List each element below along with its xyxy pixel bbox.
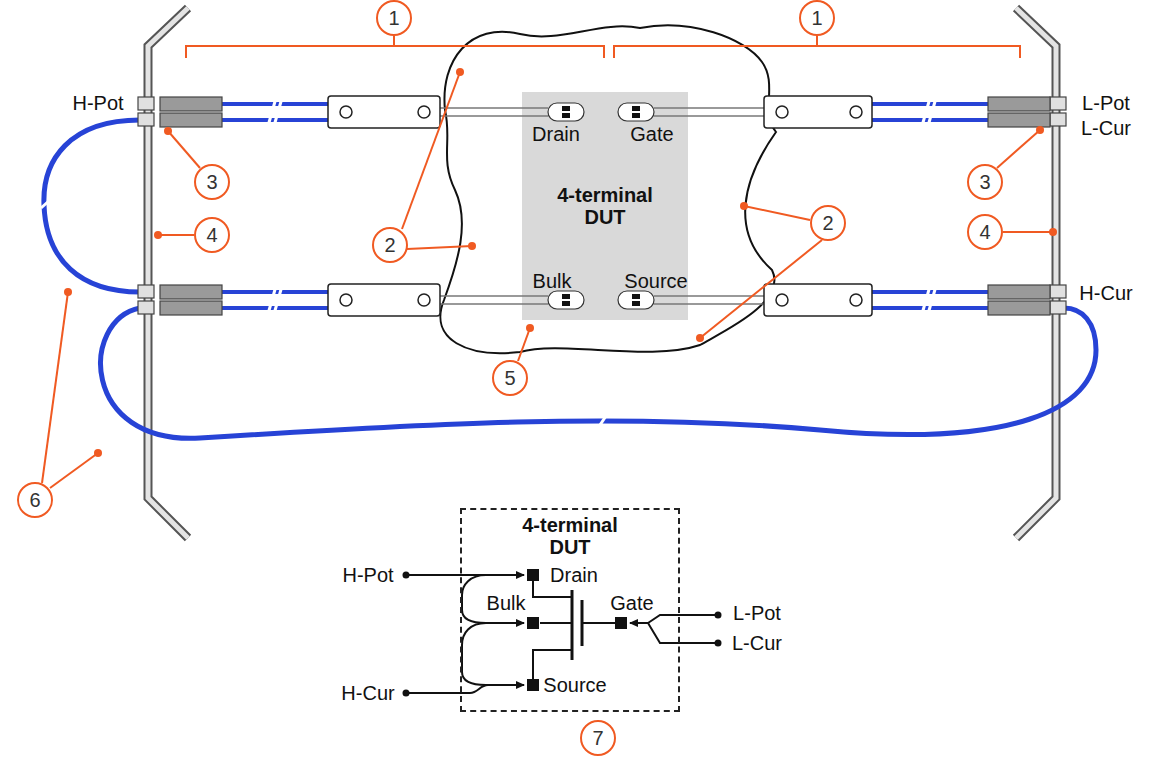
callout-number: 3 (194, 164, 230, 200)
signal-label: Drain (532, 123, 580, 145)
callout-number: 6 (17, 482, 53, 518)
callout-number: 4 (967, 214, 1003, 250)
shield-outline (440, 25, 776, 353)
signal-label: L-Cur (732, 632, 782, 654)
signal-label: Gate (630, 123, 673, 145)
callout-number: 1 (799, 0, 835, 36)
side-plate (148, 8, 1056, 538)
signal-label: H-Pot (72, 92, 123, 114)
callout-number: 4 (194, 217, 230, 253)
callout-number: 2 (372, 227, 408, 263)
callout-number: 3 (967, 164, 1003, 200)
leader-dot (64, 68, 1057, 457)
callout-number: 5 (492, 360, 528, 396)
callout-number: 2 (810, 205, 846, 241)
signal-label: L-Cur (1081, 117, 1131, 139)
signal-label: Bulk (533, 270, 572, 292)
box-title: 4-terminal DUT (514, 514, 626, 558)
signal-label: L-Pot (733, 602, 781, 624)
signal-label: Source (543, 674, 606, 696)
signal-label: Gate (610, 592, 653, 614)
signal-label: H-Cur (1079, 282, 1132, 304)
signal-label: L-Pot (1082, 92, 1130, 114)
signal-label: Bulk (487, 592, 526, 614)
leader-line (42, 36, 1053, 488)
box-title: 4-terminal DUT (549, 184, 661, 228)
signal-label: Source (624, 270, 687, 292)
signal-label: Drain (550, 564, 598, 586)
signal-label: H-Cur (341, 682, 394, 704)
callout-number: 7 (580, 720, 616, 756)
callout-number: 1 (376, 0, 412, 36)
terminal (403, 569, 722, 697)
signal-label: H-Pot (342, 564, 393, 586)
